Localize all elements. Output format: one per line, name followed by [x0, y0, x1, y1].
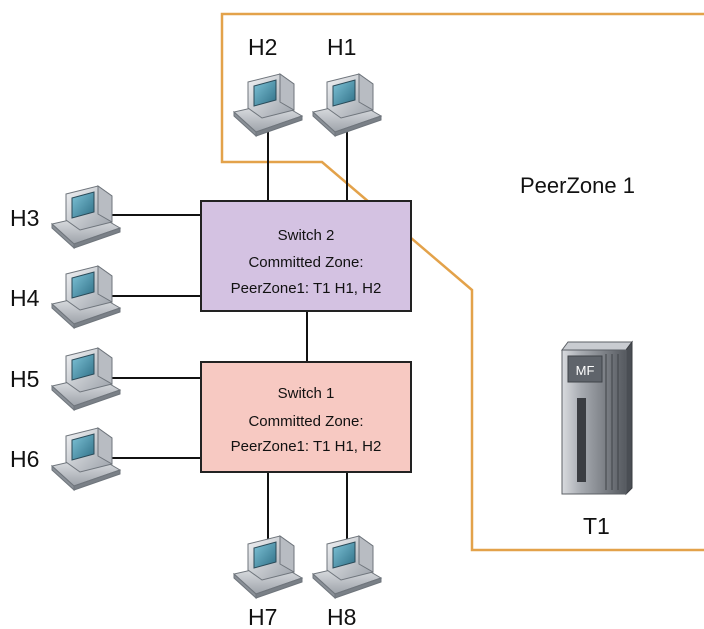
computer-terminal-icon	[51, 427, 121, 491]
storage-array-icon: MF	[561, 340, 633, 496]
computer-terminal-icon	[233, 535, 303, 599]
peerzone-boundary	[220, 12, 704, 552]
switch-2-zone-heading: Committed Zone:	[248, 254, 363, 271]
host-label-h8: H8	[327, 604, 356, 629]
computer-terminal-icon	[51, 347, 121, 411]
computer-terminal-icon	[312, 535, 382, 599]
host-label-h3: H3	[10, 205, 39, 231]
switch-2: Switch 2 Committed Zone: PeerZone1: T1 H…	[200, 200, 412, 312]
target-label: T1	[583, 513, 610, 539]
zone-label: PeerZone 1	[520, 173, 635, 198]
switch-1: Switch 1 Committed Zone: PeerZone1: T1 H…	[200, 361, 412, 473]
computer-terminal-icon	[51, 265, 121, 329]
switch-1-title: Switch 1	[278, 385, 335, 402]
connections	[105, 128, 348, 542]
switch-2-box	[200, 200, 412, 312]
computer-terminal-icon	[51, 185, 121, 249]
switch-1-zone-heading: Committed Zone:	[248, 413, 363, 430]
switch-2-title: Switch 2	[278, 227, 335, 244]
host-label-h1: H1	[327, 34, 356, 60]
host-label-h7: H7	[248, 604, 277, 629]
computer-terminal-icon	[233, 73, 303, 137]
target-badge: MF	[576, 363, 595, 378]
switch-2-zone-members: PeerZone1: T1 H1, H2	[231, 280, 382, 297]
host-label-h2: H2	[248, 34, 277, 60]
computer-terminal-icon	[312, 73, 382, 137]
host-label-h6: H6	[10, 446, 39, 472]
host-label-h5: H5	[10, 366, 39, 392]
host-label-h4: H4	[10, 285, 40, 311]
switch-1-zone-members: PeerZone1: T1 H1, H2	[231, 438, 382, 455]
switch-1-box	[200, 361, 412, 473]
